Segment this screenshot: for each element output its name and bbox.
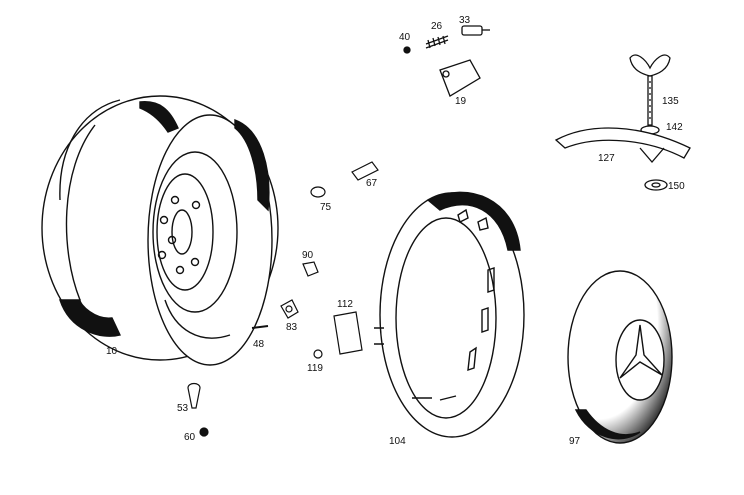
label-clip: 67 bbox=[366, 178, 378, 189]
label-sleeve: 75 bbox=[320, 202, 332, 213]
hubcap bbox=[567, 270, 673, 444]
label-hubcap: 97 bbox=[569, 436, 581, 447]
label-lug-bolt: 90 bbox=[302, 250, 314, 261]
label-valve-cap: 48 bbox=[253, 339, 265, 350]
label-washer-bottom: 150 bbox=[668, 181, 685, 192]
label-lug-nut: 83 bbox=[286, 322, 298, 333]
label-washer-top: 142 bbox=[666, 122, 683, 133]
label-clamp-block: 19 bbox=[455, 96, 467, 107]
label-valve-cap-small: 60 bbox=[184, 432, 196, 443]
wheel-rim bbox=[41, 95, 279, 366]
small-hardware bbox=[187, 161, 379, 437]
label-wing-bolt: 135 bbox=[662, 96, 679, 107]
label-wheel-rim: 10 bbox=[106, 346, 118, 357]
label-bolt: 33 bbox=[459, 15, 471, 26]
trim-ring bbox=[374, 191, 525, 438]
label-small-nut: 119 bbox=[307, 363, 323, 374]
label-trim-ring: 104 bbox=[389, 436, 406, 447]
wing-bolt-bracket bbox=[554, 54, 691, 191]
label-retainer-plate: 112 bbox=[337, 299, 353, 310]
label-bracket: 127 bbox=[598, 153, 615, 164]
label-nut-small: 40 bbox=[399, 32, 411, 43]
label-spring: 26 bbox=[431, 21, 443, 32]
spring-and-clamp bbox=[403, 25, 490, 97]
label-valve-stem: 53 bbox=[177, 403, 189, 414]
